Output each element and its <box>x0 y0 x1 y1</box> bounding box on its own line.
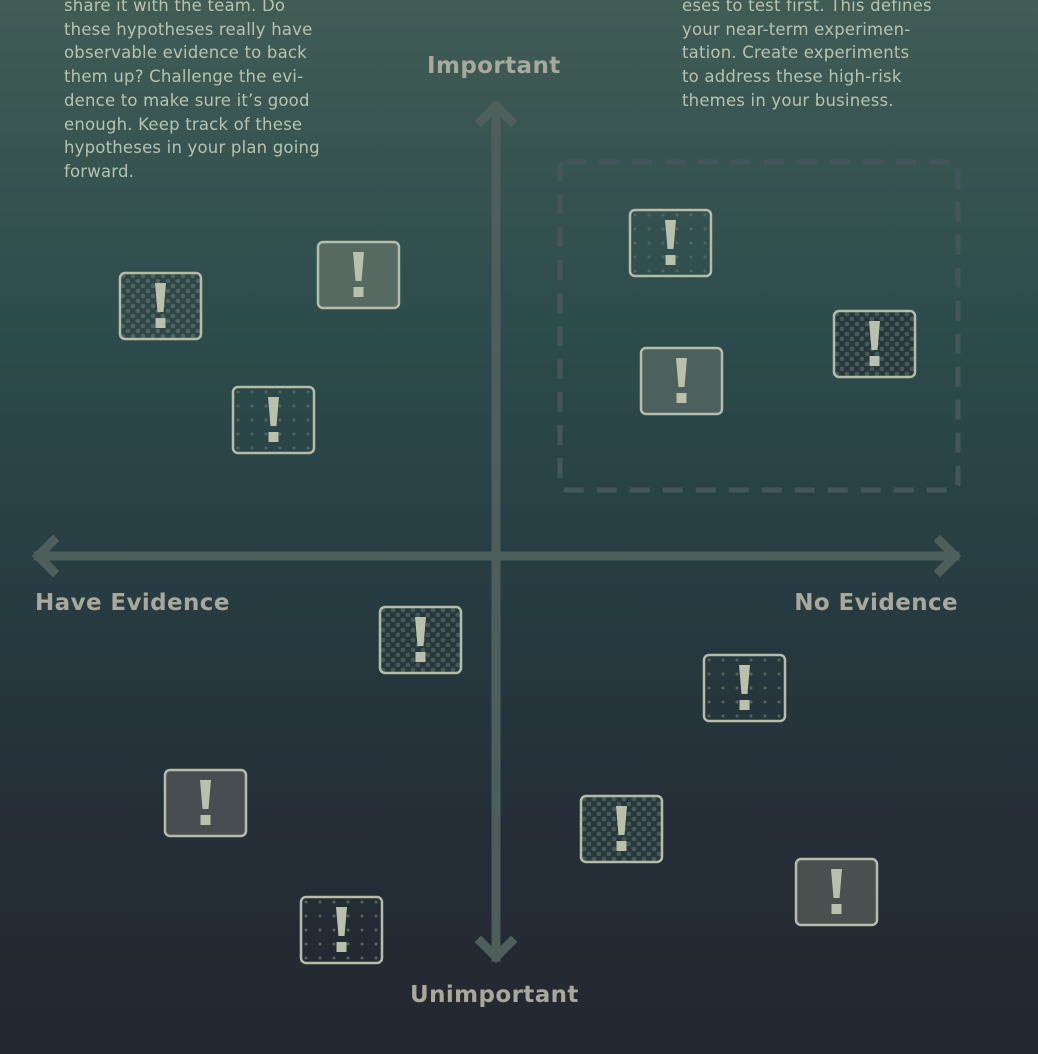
axis-label-no-evidence: No Evidence <box>794 590 958 616</box>
note-right-line: your near-term experimen- <box>682 19 911 39</box>
note-right-line: eses to test first. This defines <box>682 0 932 15</box>
note-right-line: tation. Create experiments <box>682 43 910 63</box>
note-left-line: these hypotheses really have <box>64 19 313 39</box>
note-left-line: observable evidence to back <box>64 43 307 63</box>
exclamation-icon <box>155 283 166 328</box>
instruction-note-left: share it with the team. Do these hypothe… <box>64 0 320 184</box>
assumption-card[interactable] <box>163 768 248 838</box>
note-left-line: share it with the team. Do <box>64 0 286 15</box>
assumption-card[interactable] <box>118 271 203 341</box>
arrow-left-icon <box>31 534 60 578</box>
exclamation-icon <box>739 665 750 710</box>
exclamation-icon <box>268 397 279 442</box>
axis-label-have-evidence: Have Evidence <box>35 590 230 616</box>
axes <box>31 99 962 964</box>
note-left-line: forward. <box>64 161 135 181</box>
highlight-dashed-box <box>557 159 961 493</box>
exclamation-icon <box>831 869 842 914</box>
axis-label-unimportant: Unimportant <box>410 982 579 1008</box>
exclamation-icon <box>200 780 211 825</box>
assumption-cards <box>118 208 917 965</box>
exclamation-icon <box>415 617 426 662</box>
assumption-card[interactable] <box>299 895 384 965</box>
note-left-line: them up? Challenge the evi- <box>64 67 304 87</box>
note-left-line: hypotheses in your plan going <box>64 138 320 158</box>
axis-label-important: Important <box>427 53 561 79</box>
note-right-line: to address these high-risk <box>682 67 902 87</box>
exclamation-icon <box>869 321 880 366</box>
arrow-down-icon <box>474 935 518 964</box>
assumption-card[interactable] <box>316 240 401 310</box>
exclamation-icon <box>353 252 364 297</box>
arrow-right-icon <box>933 534 962 578</box>
assumption-card[interactable] <box>231 385 316 455</box>
exclamation-icon <box>616 806 627 851</box>
note-right-line: themes in your business. <box>682 90 894 110</box>
assumption-card[interactable] <box>832 309 917 379</box>
arrow-up-icon <box>474 99 518 128</box>
assumption-card[interactable] <box>378 605 463 675</box>
note-left-line: dence to make sure it’s good <box>64 90 310 110</box>
assumption-card[interactable] <box>579 794 664 864</box>
focus-area <box>557 159 961 493</box>
assumption-card[interactable] <box>702 653 787 723</box>
exclamation-icon <box>676 358 687 403</box>
instruction-note-right: eses to test first. This defines your ne… <box>682 0 932 113</box>
exclamation-icon <box>336 907 347 952</box>
exclamation-icon <box>665 220 676 265</box>
assumption-card[interactable] <box>639 346 724 416</box>
note-left-line: enough. Keep track of these <box>64 114 303 134</box>
assumption-card[interactable] <box>628 208 713 278</box>
assumption-card[interactable] <box>794 857 879 927</box>
